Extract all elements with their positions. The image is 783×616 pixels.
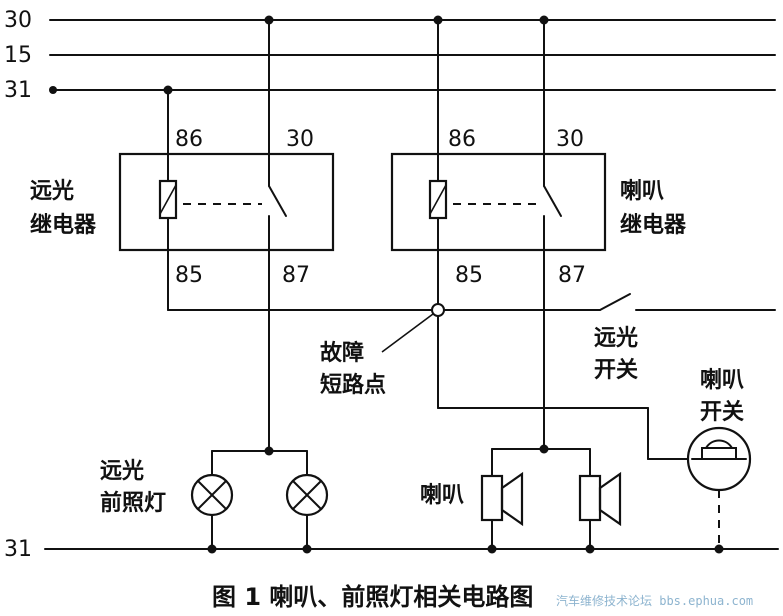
- headlamps: [190, 446, 329, 554]
- horn-pin-85: 85: [455, 263, 483, 288]
- horn-pin-30: 30: [556, 127, 584, 152]
- high-beam-relay: [118, 15, 335, 452]
- bus-lines: [44, 19, 779, 550]
- watermark: 汽车维修技术论坛 bbs.ephua.com: [556, 593, 753, 608]
- horns: [480, 444, 622, 554]
- horn-left: [480, 471, 524, 527]
- bus-label-30: 30: [4, 8, 32, 33]
- ground-label-31: 31: [4, 537, 32, 562]
- fault-label-1: 故障: [320, 340, 364, 366]
- bus-label-31: 31: [4, 78, 32, 103]
- high-beam-pin-85: 85: [175, 263, 203, 288]
- horn-relay-box: [390, 152, 607, 252]
- horn-pin-87: 87: [558, 263, 586, 288]
- fault-leader-line: [381, 313, 434, 353]
- high-beam-pin-30: 30: [286, 127, 314, 152]
- horn-switch-wire: [437, 315, 689, 460]
- high-beam-relay-label-1: 远光: [30, 179, 74, 204]
- high-beam-switch-label-2: 开关: [594, 358, 638, 383]
- high-beam-relay-label-2: 继电器: [30, 212, 97, 238]
- bus-label-15: 15: [4, 43, 32, 68]
- high-beam-relay-contact: [268, 185, 287, 217]
- horn-relay-label-1: 喇叭: [620, 179, 664, 204]
- fault-short-point: [431, 303, 445, 317]
- headlamp-left: [190, 473, 234, 517]
- horn-pin-86: 86: [448, 127, 476, 152]
- figure-caption: 图 1 喇叭、前照灯相关电路图: [212, 583, 533, 611]
- high-beam-relay-box: [118, 152, 335, 252]
- high-beam-switch-label-1: 远光: [594, 326, 638, 351]
- horn-switch: [686, 426, 752, 554]
- horn-switch-label-1: 喇叭: [700, 368, 744, 393]
- bus-31-terminal: [49, 86, 57, 94]
- high-beam-pin-87: 87: [282, 263, 310, 288]
- horn-relay-contact: [543, 185, 562, 217]
- high-beam-switch-blade: [599, 293, 631, 311]
- high-beam-pin-86: 86: [175, 127, 203, 152]
- horn-relay-label-2: 继电器: [620, 212, 687, 238]
- headlamps-label-2: 前照灯: [100, 490, 166, 516]
- switch-line: [167, 293, 776, 353]
- headlamps-label-1: 远光: [100, 459, 144, 484]
- fault-label-2: 短路点: [320, 372, 386, 398]
- horn-right: [578, 471, 622, 527]
- horns-label: 喇叭: [420, 483, 464, 508]
- horn-relay: [390, 15, 607, 450]
- headlamp-right: [285, 473, 329, 517]
- horn-switch-label-2: 开关: [700, 400, 744, 425]
